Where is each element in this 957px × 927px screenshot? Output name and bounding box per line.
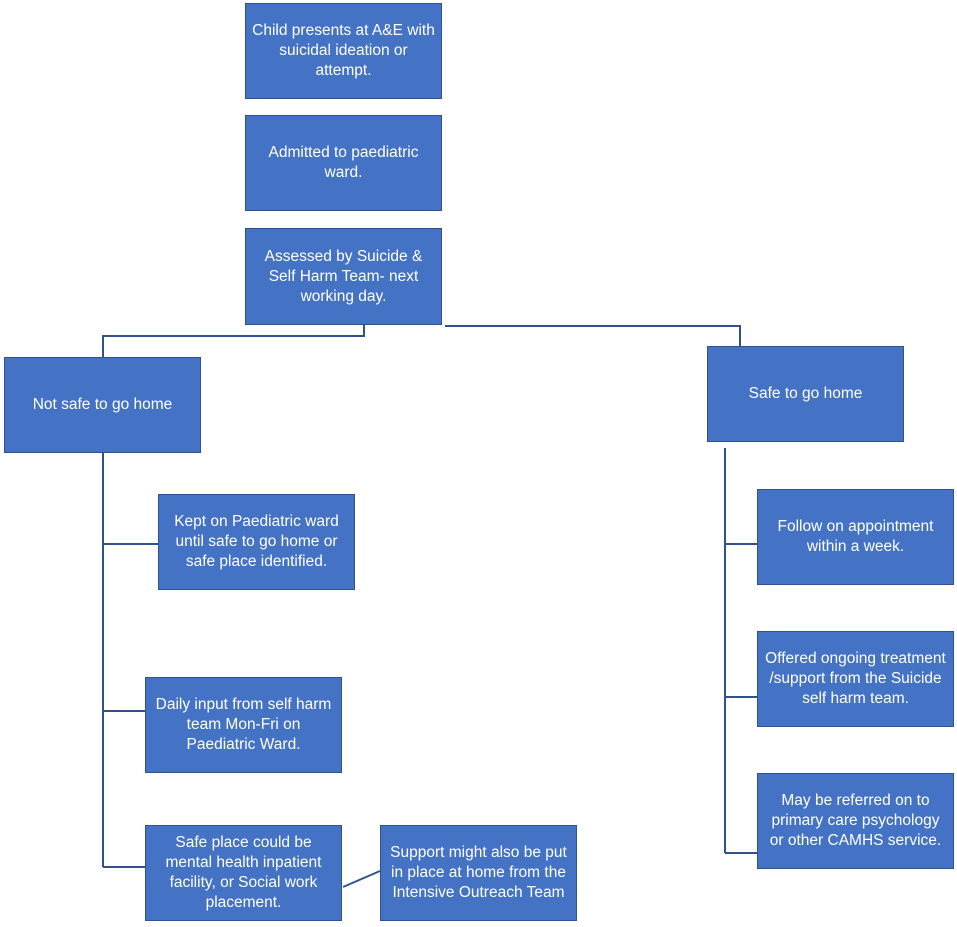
connector-safe-place-to-outreach — [342, 870, 381, 888]
node-not-safe-to-go-home-text: Not safe to go home — [32, 396, 173, 413]
node-assessed-by-team: Assessed by Suicide & Self Harm Team- ne… — [245, 228, 442, 325]
node-follow-on-appointment-text: Follow on appointment within a week. — [777, 518, 934, 555]
node-presents-at-ae-text: Child presents at A&E with suicidal idea… — [252, 22, 435, 79]
node-safe-place-text: Safe place could be mental health inpati… — [165, 834, 322, 911]
node-kept-on-ward-text: Kept on Paediatric ward until safe to go… — [174, 513, 339, 570]
node-ongoing-treatment: Offered ongoing treatment /support from … — [757, 631, 954, 727]
node-kept-on-ward: Kept on Paediatric ward until safe to go… — [158, 494, 355, 590]
node-follow-on-appointment: Follow on appointment within a week. — [757, 489, 954, 585]
connector-assessed-to-safe — [445, 325, 741, 346]
node-referred-on-text: May be referred on to primary care psych… — [769, 792, 942, 849]
node-presents-at-ae: Child presents at A&E with suicidal idea… — [245, 3, 442, 99]
node-safe-to-go-home: Safe to go home — [707, 346, 904, 442]
connector-assessed-to-not-safe — [102, 325, 365, 357]
node-daily-input: Daily input from self harm team Mon-Fri … — [145, 677, 342, 773]
node-outreach-support: Support might also be put in place at ho… — [380, 825, 577, 921]
node-admitted-to-ward-text: Admitted to paediatric ward. — [268, 144, 419, 181]
node-referred-on: May be referred on to primary care psych… — [757, 773, 954, 869]
node-safe-place: Safe place could be mental health inpati… — [145, 825, 342, 921]
node-safe-to-go-home-text: Safe to go home — [748, 385, 863, 402]
node-admitted-to-ward: Admitted to paediatric ward. — [245, 115, 442, 211]
node-not-safe-to-go-home: Not safe to go home — [4, 357, 201, 453]
node-ongoing-treatment-text: Offered ongoing treatment /support from … — [765, 650, 946, 707]
node-daily-input-text: Daily input from self harm team Mon-Fri … — [155, 696, 332, 753]
node-outreach-support-text: Support might also be put in place at ho… — [390, 844, 567, 901]
node-assessed-by-team-text: Assessed by Suicide & Self Harm Team- ne… — [264, 247, 423, 305]
